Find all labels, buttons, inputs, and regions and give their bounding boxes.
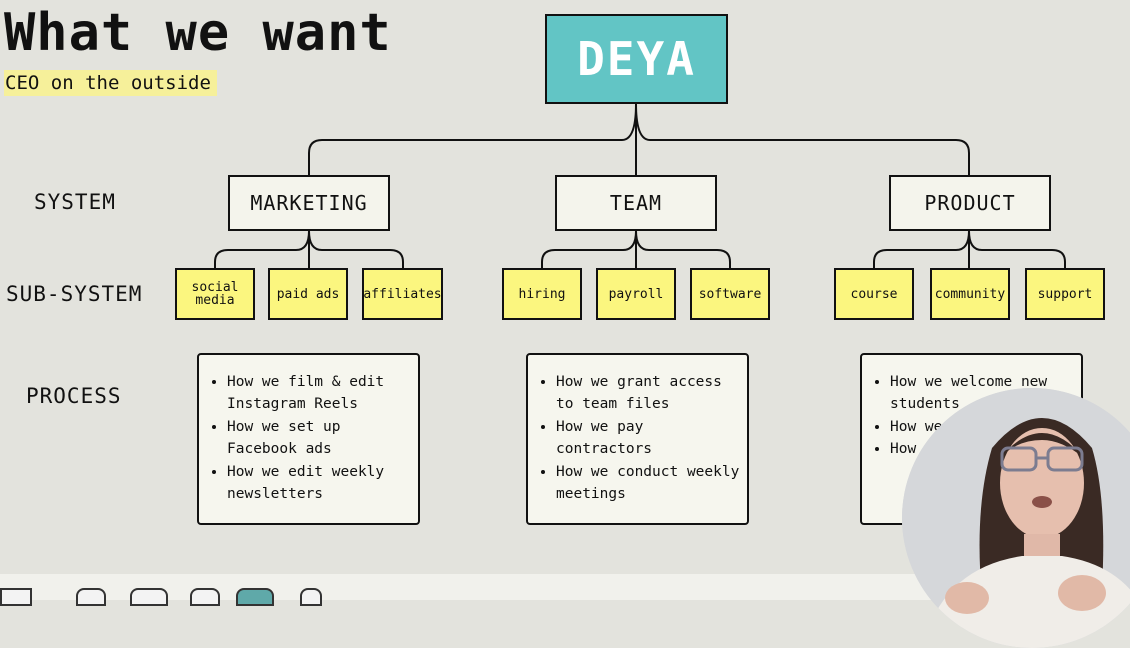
process-item: How we welcome new students bbox=[890, 371, 1075, 416]
subsystem-node-community: community bbox=[930, 268, 1010, 320]
process-item: How we grant access to team files bbox=[556, 371, 741, 416]
connector-lines bbox=[214, 103, 1066, 268]
connector-product-right bbox=[968, 230, 1066, 268]
root-node-deya: DEYA bbox=[545, 14, 728, 104]
toolbar-icon[interactable] bbox=[300, 588, 322, 606]
subsystem-node-paid-ads: paid ads bbox=[268, 268, 348, 320]
row-label-process: PROCESS bbox=[26, 384, 122, 408]
process-item: How we pay contractors bbox=[556, 416, 741, 461]
process-item: How we film & edit Instagram Reels bbox=[227, 371, 412, 416]
connector-team-left bbox=[541, 230, 637, 268]
toolbar-icon[interactable] bbox=[236, 588, 274, 606]
toolbar-icon[interactable] bbox=[0, 588, 32, 606]
subsystem-node-hiring: hiring bbox=[502, 268, 582, 320]
process-item: How we set up Facebook ads bbox=[227, 416, 412, 461]
system-node-team: TEAM bbox=[555, 175, 717, 231]
subsystem-node-payroll: payroll bbox=[596, 268, 676, 320]
process-item: How we conduct weekly meetings bbox=[556, 461, 741, 506]
subsystem-node-affiliates: affiliates bbox=[362, 268, 443, 320]
system-node-product: PRODUCT bbox=[889, 175, 1051, 231]
subsystem-node-course: course bbox=[834, 268, 914, 320]
process-box-team: How we grant access to team files How we… bbox=[526, 353, 749, 525]
subsystem-node-social-media: social media bbox=[175, 268, 255, 320]
connector-product-left bbox=[873, 230, 970, 268]
process-item: How we edit weekly newsletters bbox=[227, 461, 412, 506]
row-label-subsystem: SUB-SYSTEM bbox=[6, 282, 143, 306]
slide-title: What we want bbox=[4, 3, 392, 63]
toolbar-icon[interactable] bbox=[130, 588, 168, 606]
connector-team-right bbox=[635, 230, 731, 268]
toolbar-icon[interactable] bbox=[76, 588, 106, 606]
connector-marketing-right bbox=[308, 230, 404, 268]
row-label-system: SYSTEM bbox=[34, 190, 116, 214]
toolbar-icon[interactable] bbox=[190, 588, 220, 606]
connector-root-right bbox=[635, 103, 970, 175]
system-node-marketing: MARKETING bbox=[228, 175, 390, 231]
process-box-marketing: How we film & edit Instagram Reels How w… bbox=[197, 353, 420, 525]
subsystem-node-software: software bbox=[690, 268, 770, 320]
connector-marketing-left bbox=[214, 230, 310, 268]
subsystem-node-support: support bbox=[1025, 268, 1105, 320]
slide-subtitle-highlight: CEO on the outside bbox=[4, 70, 217, 96]
connector-root-left bbox=[308, 103, 637, 175]
